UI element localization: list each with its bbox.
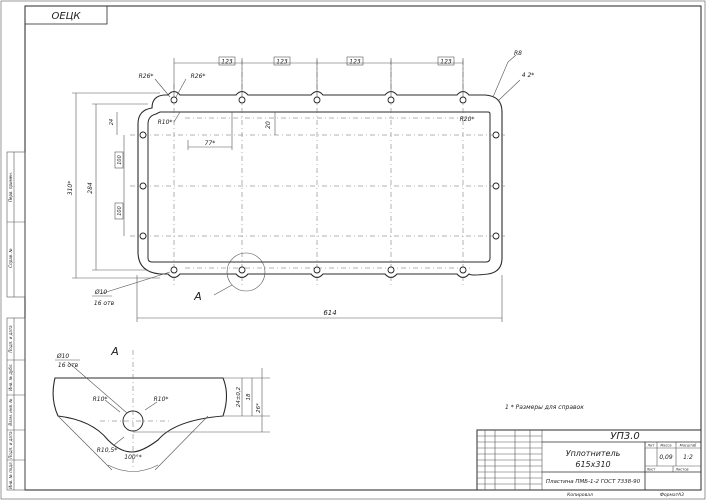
part-size: 615х310 [575, 460, 610, 469]
detail-r105: R10,5* [97, 447, 118, 454]
detail-view-a: А Ø10 16 отв R10* R10* R10,5* 100°* 24±0… [52, 345, 270, 472]
material: Пластина ПМБ-1-2 ГОСТ 7338-90 [546, 479, 641, 485]
detail-r10-left: R10* [93, 396, 108, 403]
stamp-code: ОЕЦК [51, 11, 81, 22]
dim-24: 24 [109, 119, 115, 125]
detail-dim-26: 26* [256, 403, 262, 413]
dim-height-284: 284 [87, 182, 94, 194]
format-value: А3 [677, 492, 684, 498]
side-label-ref-no: Справ. № [8, 248, 13, 267]
dim-r8: R8 [514, 50, 522, 57]
bolt-hole [170, 266, 178, 274]
detail-hole-count: 16 отв [58, 362, 79, 369]
bolt-hole [387, 266, 395, 274]
side-label-orig-inv: Инв. № подл. [8, 461, 13, 489]
left-side-strip: Перв. примен. Справ. № Подп. и дата Инв.… [6, 151, 26, 491]
scale-value: 1:2 [683, 454, 693, 461]
dim-20: 20 [265, 121, 272, 129]
dim-holes-top: 4 2* [522, 72, 535, 79]
dim-100-b: 100 [117, 206, 123, 216]
bolt-hole [313, 266, 321, 274]
dim-width-614: 614 [323, 309, 336, 317]
bolt-hole [492, 131, 500, 139]
bolt-hole [492, 182, 500, 190]
dim-hole-dia: Ø10 [94, 289, 108, 296]
detail-title: А [110, 345, 119, 358]
title-block: УП3.0 Уплотнитель 615х310 Пластина ПМБ-1… [476, 429, 702, 491]
lit-header: Лит [647, 444, 656, 448]
scale-header: Масштаб [680, 444, 697, 448]
gasket-outer-contour [137, 90, 503, 279]
part-name: Уплотнитель [566, 449, 621, 458]
main-dimensions: 123 123 123 123 R26* R26* R10* 77* 20 R8… [67, 50, 534, 322]
gasket-inner-contour [147, 111, 491, 263]
bolt-hole [459, 266, 467, 274]
copied-label: Копировал [567, 492, 593, 498]
bolt-hole [170, 96, 178, 104]
detail-r10-right: R10* [154, 396, 169, 403]
side-label-dup-inv: Инв. № дубл. [8, 363, 13, 390]
detail-outline [52, 377, 228, 453]
dim-pitch-3: 123 [349, 59, 361, 66]
bolt-hole [139, 131, 147, 139]
side-label-replace-inv: Взам. инв. № [8, 398, 13, 425]
dim-pitch-4: 123 [440, 59, 452, 66]
detail-callout-circle [226, 252, 266, 292]
detail-angle: 100°* [124, 454, 141, 461]
bolt-hole [238, 266, 246, 274]
detail-dim-24: 24±0,2 [236, 386, 242, 407]
side-label-sign-date-1: Подп. и дата [8, 325, 13, 353]
bolt-hole [387, 96, 395, 104]
side-label-sign-date-2: Подп. и дата [8, 431, 13, 459]
bolt-hole [492, 232, 500, 240]
doc-code: УП3.0 [610, 431, 640, 442]
dim-r20: R20* [460, 116, 475, 123]
detail-dim-18: 18 [246, 393, 252, 400]
side-label-first-use: Перв. примен. [8, 172, 13, 202]
bolt-hole [238, 96, 246, 104]
dim-pitch-2: 123 [276, 59, 288, 66]
sheet-label: Лист [646, 468, 657, 472]
dim-r26-right: R26* [191, 73, 206, 80]
dim-pitch-1: 123 [221, 59, 233, 66]
dim-100-a: 100 [117, 155, 123, 165]
bolt-hole [139, 182, 147, 190]
sheets-label: Листов [674, 468, 688, 472]
format-label: Формат [660, 492, 679, 498]
dim-r10: R10* [158, 119, 173, 126]
dim-hole-count: 16 отв [94, 300, 115, 307]
detail-hole-dia: Ø10 [56, 353, 70, 360]
bolt-hole [459, 96, 467, 104]
dim-r26-left: R26* [139, 73, 154, 80]
bolt-hole [313, 96, 321, 104]
bolt-hole [139, 232, 147, 240]
mass-value: 0,09 [659, 454, 673, 461]
drawing-note: 1 * Размеры для справок [505, 404, 584, 411]
drawing-frame [24, 5, 702, 491]
dim-height-310: 310* [67, 181, 74, 195]
top-stamp: ОЕЦК [24, 5, 108, 25]
view-callout-letter: А [193, 290, 202, 303]
mass-header: Масса [660, 444, 671, 448]
gasket-main-view [130, 60, 505, 296]
dim-77: 77* [205, 140, 216, 147]
